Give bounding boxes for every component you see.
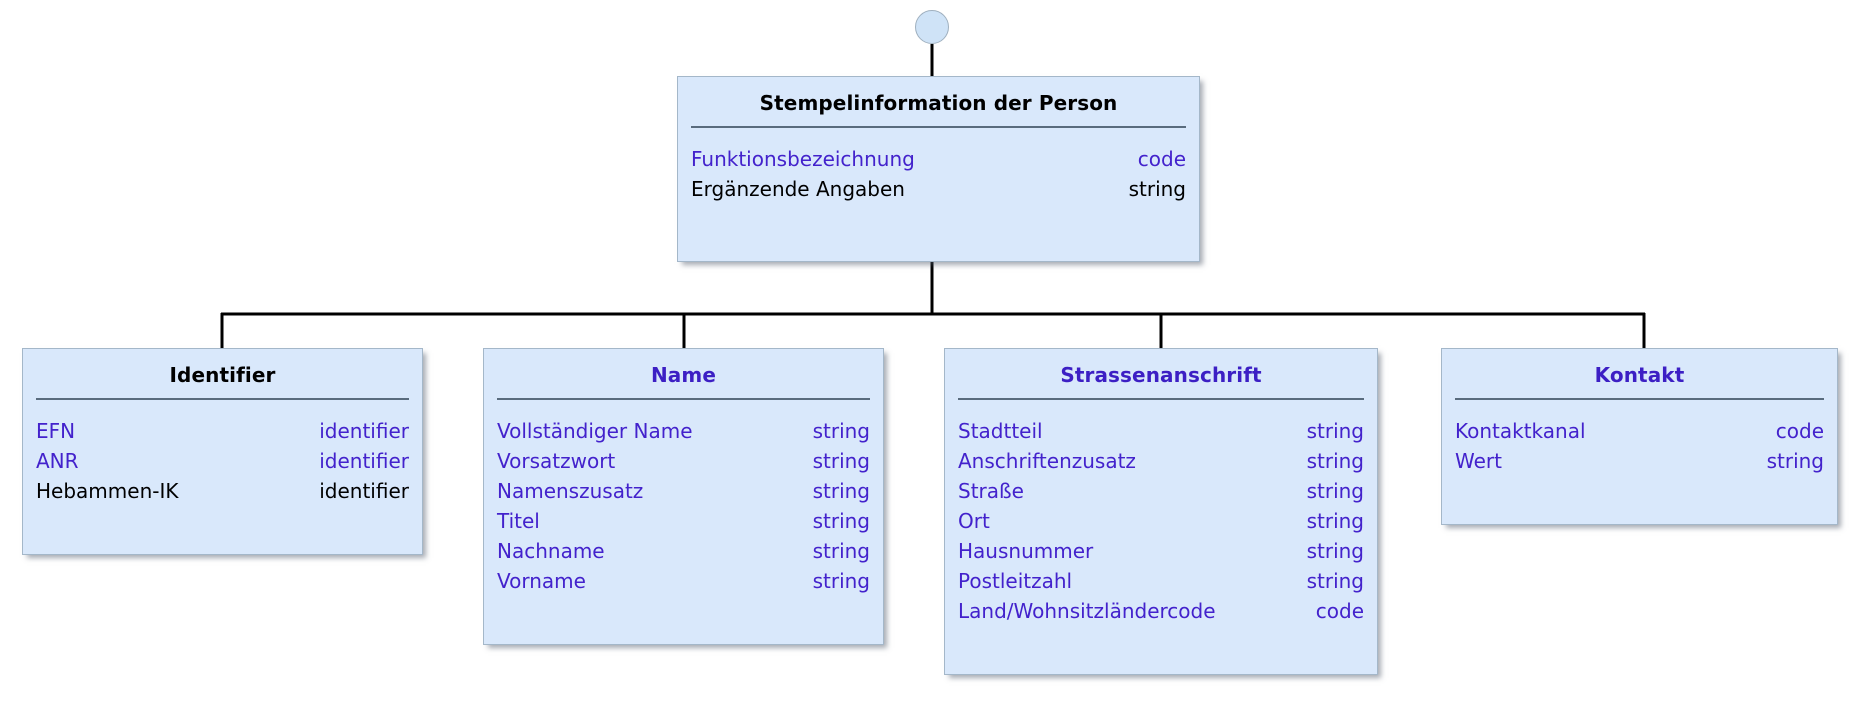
attribute-name: Land/Wohnsitzländercode — [958, 599, 1216, 623]
attribute-row: Straße string — [958, 476, 1364, 506]
attribute-row: ANR identifier — [36, 446, 409, 476]
attribute-name: Namenszusatz — [497, 479, 644, 503]
attribute-name: Vorname — [497, 569, 586, 593]
attribute-row: Wert string — [1455, 446, 1824, 476]
class-title: Kontakt — [1594, 363, 1685, 387]
attribute-name: Vorsatzwort — [497, 449, 616, 473]
class-separator — [958, 398, 1364, 400]
class-attribute-list: EFN identifier ANR identifier Hebammen-I… — [23, 400, 422, 526]
attribute-name: Hebammen-IK — [36, 479, 179, 503]
attribute-name: Hausnummer — [958, 539, 1094, 563]
attribute-type: identifier — [319, 479, 409, 503]
class-box-stempelinformation-der-person[interactable]: Stempelinformation der Person Funktionsb… — [677, 76, 1200, 262]
attribute-type: string — [1306, 539, 1364, 563]
class-title: Stempelinformation der Person — [759, 91, 1118, 115]
attribute-row: Land/Wohnsitzländercode code — [958, 596, 1364, 626]
class-title: Identifier — [169, 363, 276, 387]
attribute-row: Hausnummer string — [958, 536, 1364, 566]
attribute-row: Anschriftenzusatz string — [958, 446, 1364, 476]
attribute-name: Stadtteil — [958, 419, 1043, 443]
attribute-type: string — [1306, 569, 1364, 593]
attribute-name: Titel — [497, 509, 540, 533]
attribute-name: Vollständiger Name — [497, 419, 693, 443]
attribute-row: Stadtteil string — [958, 416, 1364, 446]
attribute-name: ANR — [36, 449, 79, 473]
attribute-type: string — [812, 419, 870, 443]
class-title: Strassenanschrift — [1060, 363, 1262, 387]
start-circle-icon — [915, 10, 949, 44]
attribute-type: identifier — [319, 449, 409, 473]
attribute-row: Vorsatzwort string — [497, 446, 870, 476]
attribute-type: string — [1306, 479, 1364, 503]
attribute-name: Kontaktkanal — [1455, 419, 1586, 443]
attribute-row: Vorname string — [497, 566, 870, 596]
attribute-name: EFN — [36, 419, 76, 443]
class-box-kontakt[interactable]: Kontakt Kontaktkanal code Wert string — [1441, 348, 1838, 525]
attribute-row: Ort string — [958, 506, 1364, 536]
attribute-row: Ergänzende Angaben string — [691, 174, 1186, 204]
attribute-row: Vollständiger Name string — [497, 416, 870, 446]
attribute-row: Funktionsbezeichnung code — [691, 144, 1186, 174]
class-box-identifier[interactable]: Identifier EFN identifier ANR identifier… — [22, 348, 423, 555]
attribute-type: string — [812, 569, 870, 593]
attribute-type: string — [812, 509, 870, 533]
class-attribute-list: Vollständiger Name string Vorsatzwort st… — [484, 400, 883, 616]
attribute-row: Namenszusatz string — [497, 476, 870, 506]
attribute-row: Titel string — [497, 506, 870, 536]
attribute-type: string — [812, 479, 870, 503]
attribute-row: Hebammen-IK identifier — [36, 476, 409, 506]
class-separator — [691, 126, 1186, 128]
attribute-name: Wert — [1455, 449, 1502, 473]
class-separator — [36, 398, 409, 400]
attribute-type: string — [1306, 509, 1364, 533]
class-box-strassenanschrift[interactable]: Strassenanschrift Stadtteil string Ansch… — [944, 348, 1378, 675]
attribute-type: string — [1766, 449, 1824, 473]
attribute-type: string — [812, 449, 870, 473]
attribute-row: Postleitzahl string — [958, 566, 1364, 596]
attribute-type: string — [1306, 449, 1364, 473]
attribute-name: Postleitzahl — [958, 569, 1073, 593]
attribute-type: identifier — [319, 419, 409, 443]
attribute-name: Anschriftenzusatz — [958, 449, 1136, 473]
attribute-row: Nachname string — [497, 536, 870, 566]
attribute-type: code — [1315, 599, 1364, 623]
class-attribute-list: Kontaktkanal code Wert string — [1442, 400, 1837, 496]
attribute-row: Kontaktkanal code — [1455, 416, 1824, 446]
attribute-type: string — [812, 539, 870, 563]
class-attribute-list: Stadtteil string Anschriftenzusatz strin… — [945, 400, 1377, 646]
class-separator — [497, 398, 870, 400]
attribute-type: code — [1775, 419, 1824, 443]
attribute-name: Straße — [958, 479, 1024, 503]
attribute-name: Funktionsbezeichnung — [691, 147, 915, 171]
attribute-name: Nachname — [497, 539, 605, 563]
class-box-name[interactable]: Name Vollständiger Name string Vorsatzwo… — [483, 348, 884, 645]
attribute-type: string — [1306, 419, 1364, 443]
attribute-name: Ergänzende Angaben — [691, 177, 905, 201]
class-attribute-list: Funktionsbezeichnung code Ergänzende Ang… — [678, 128, 1199, 224]
class-title: Name — [650, 363, 717, 387]
attribute-name: Ort — [958, 509, 990, 533]
attribute-type: code — [1137, 147, 1186, 171]
attribute-type: string — [1128, 177, 1186, 201]
attribute-row: EFN identifier — [36, 416, 409, 446]
class-separator — [1455, 398, 1824, 400]
